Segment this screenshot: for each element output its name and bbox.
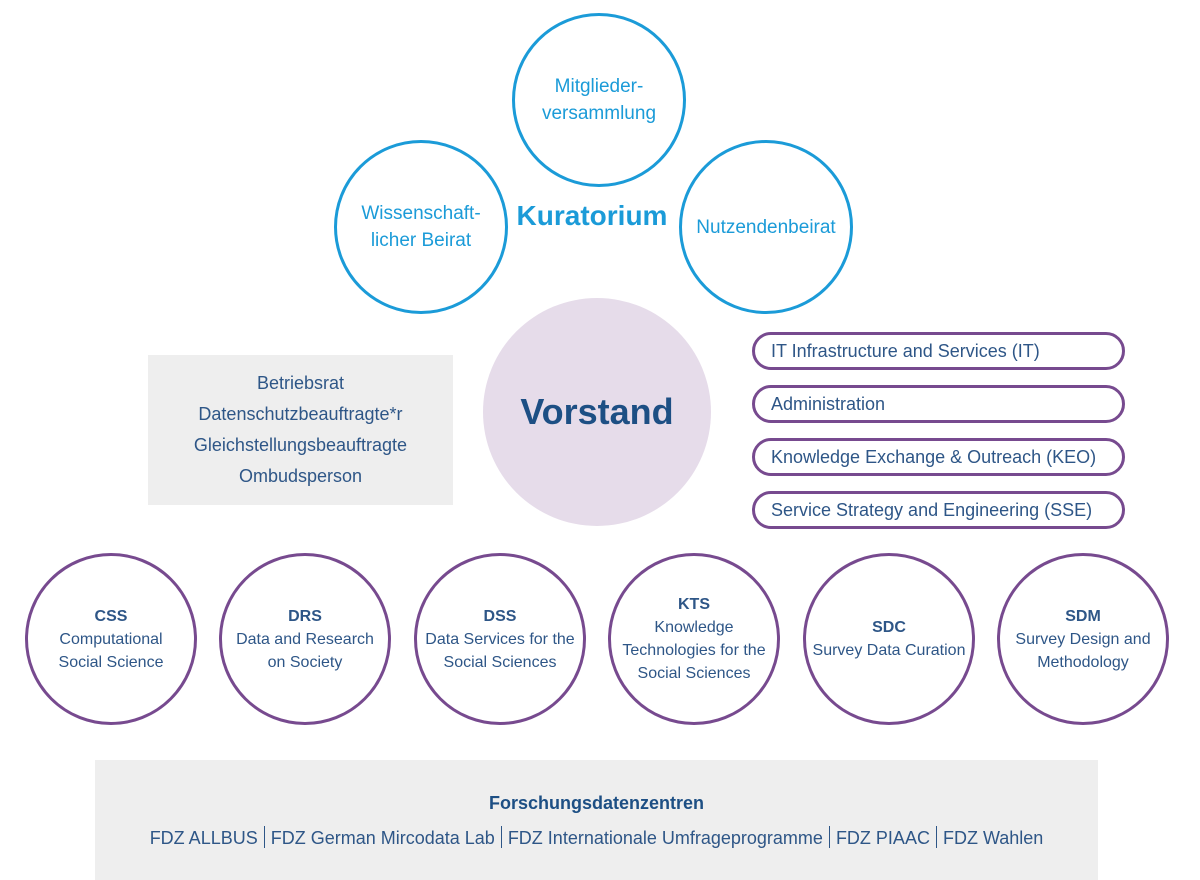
unit-keo: Knowledge Exchange & Outreach (KEO) bbox=[752, 438, 1125, 476]
department-css: CSS Computational Social Science bbox=[25, 553, 197, 725]
fdz-separator bbox=[935, 826, 937, 848]
department-abbr: CSS bbox=[94, 607, 128, 625]
fdz-item: FDZ Wahlen bbox=[942, 828, 1044, 848]
staff-function: Ombudsperson bbox=[238, 466, 363, 486]
department-line: Survey Design and bbox=[1015, 630, 1151, 648]
department-line: Methodology bbox=[1037, 653, 1129, 671]
vorstand-title: Vorstand bbox=[520, 391, 674, 432]
board-line: licher Beirat bbox=[370, 230, 472, 251]
unit-sse: Service Strategy and Engineering (SSE) bbox=[752, 491, 1125, 529]
department-abbr: KTS bbox=[678, 596, 710, 613]
department-sdc: SDC Survey Data Curation bbox=[803, 553, 975, 725]
department-abbr: SDC bbox=[872, 619, 906, 636]
fdz-item: FDZ ALLBUS bbox=[149, 828, 258, 848]
staff-function: Datenschutzbeauftragte*r bbox=[198, 404, 403, 424]
department-line: Data and Research bbox=[236, 630, 374, 648]
fdz-separator bbox=[263, 826, 265, 848]
staff-function: Gleichstellungsbeauftragte bbox=[193, 435, 408, 455]
department-sdm: SDM Survey Design and Methodology bbox=[997, 553, 1169, 725]
department-line: Survey Data Curation bbox=[812, 642, 966, 659]
department-abbr: DRS bbox=[288, 607, 322, 625]
fdz-panel: Forschungsdatenzentren FDZ ALLBUS FDZ Ger… bbox=[95, 760, 1098, 880]
department-line: Data Services for the bbox=[425, 630, 575, 648]
department-dss: DSS Data Services for the Social Science… bbox=[414, 553, 586, 725]
unit-it: IT Infrastructure and Services (IT) bbox=[752, 332, 1125, 370]
fdz-item: FDZ Internationale Umfrageprogramme bbox=[507, 828, 823, 848]
board-wissenschaftlicher-beirat: Wissenschaft- licher Beirat bbox=[334, 140, 508, 314]
board-line: Wissenschaft- bbox=[361, 203, 481, 224]
staff-functions-panel: Betriebsrat Datenschutzbeauftragte*r Gle… bbox=[148, 355, 453, 505]
fdz-separator bbox=[828, 826, 830, 848]
department-line: Social Sciences bbox=[443, 653, 557, 671]
fdz-item: FDZ PIAAC bbox=[835, 828, 930, 848]
department-line: Computational bbox=[59, 630, 163, 648]
fdz-item: FDZ German Mircodata Lab bbox=[270, 828, 495, 848]
board-line: Nutzendenbeirat bbox=[696, 216, 836, 238]
department-abbr: DSS bbox=[483, 607, 517, 625]
board-mitgliederversammlung: Mitglieder- versammlung bbox=[512, 13, 686, 187]
vorstand-circle: Vorstand bbox=[483, 298, 711, 526]
fdz-separator bbox=[500, 826, 502, 848]
department-line: Social Sciences bbox=[637, 665, 751, 682]
kuratorium-title: Kuratorium bbox=[516, 200, 668, 231]
staff-function: Betriebsrat bbox=[256, 373, 345, 393]
fdz-title: Forschungsdatenzentren bbox=[488, 793, 705, 813]
board-line: versammlung bbox=[541, 103, 657, 124]
department-line: Knowledge bbox=[654, 619, 734, 636]
board-line: Mitglieder- bbox=[554, 76, 644, 97]
department-drs: DRS Data and Research on Society bbox=[219, 553, 391, 725]
unit-administration: Administration bbox=[752, 385, 1125, 423]
board-nutzendenbeirat: Nutzendenbeirat bbox=[679, 140, 853, 314]
department-line: Social Science bbox=[58, 653, 164, 671]
department-line: on Society bbox=[267, 653, 343, 671]
fdz-list: FDZ ALLBUS FDZ German Mircodata Lab FDZ In… bbox=[95, 825, 1098, 851]
department-abbr: SDM bbox=[1065, 607, 1101, 625]
department-line: Technologies for the bbox=[622, 642, 766, 659]
department-kts: KTS Knowledge Technologies for the Socia… bbox=[608, 553, 780, 725]
